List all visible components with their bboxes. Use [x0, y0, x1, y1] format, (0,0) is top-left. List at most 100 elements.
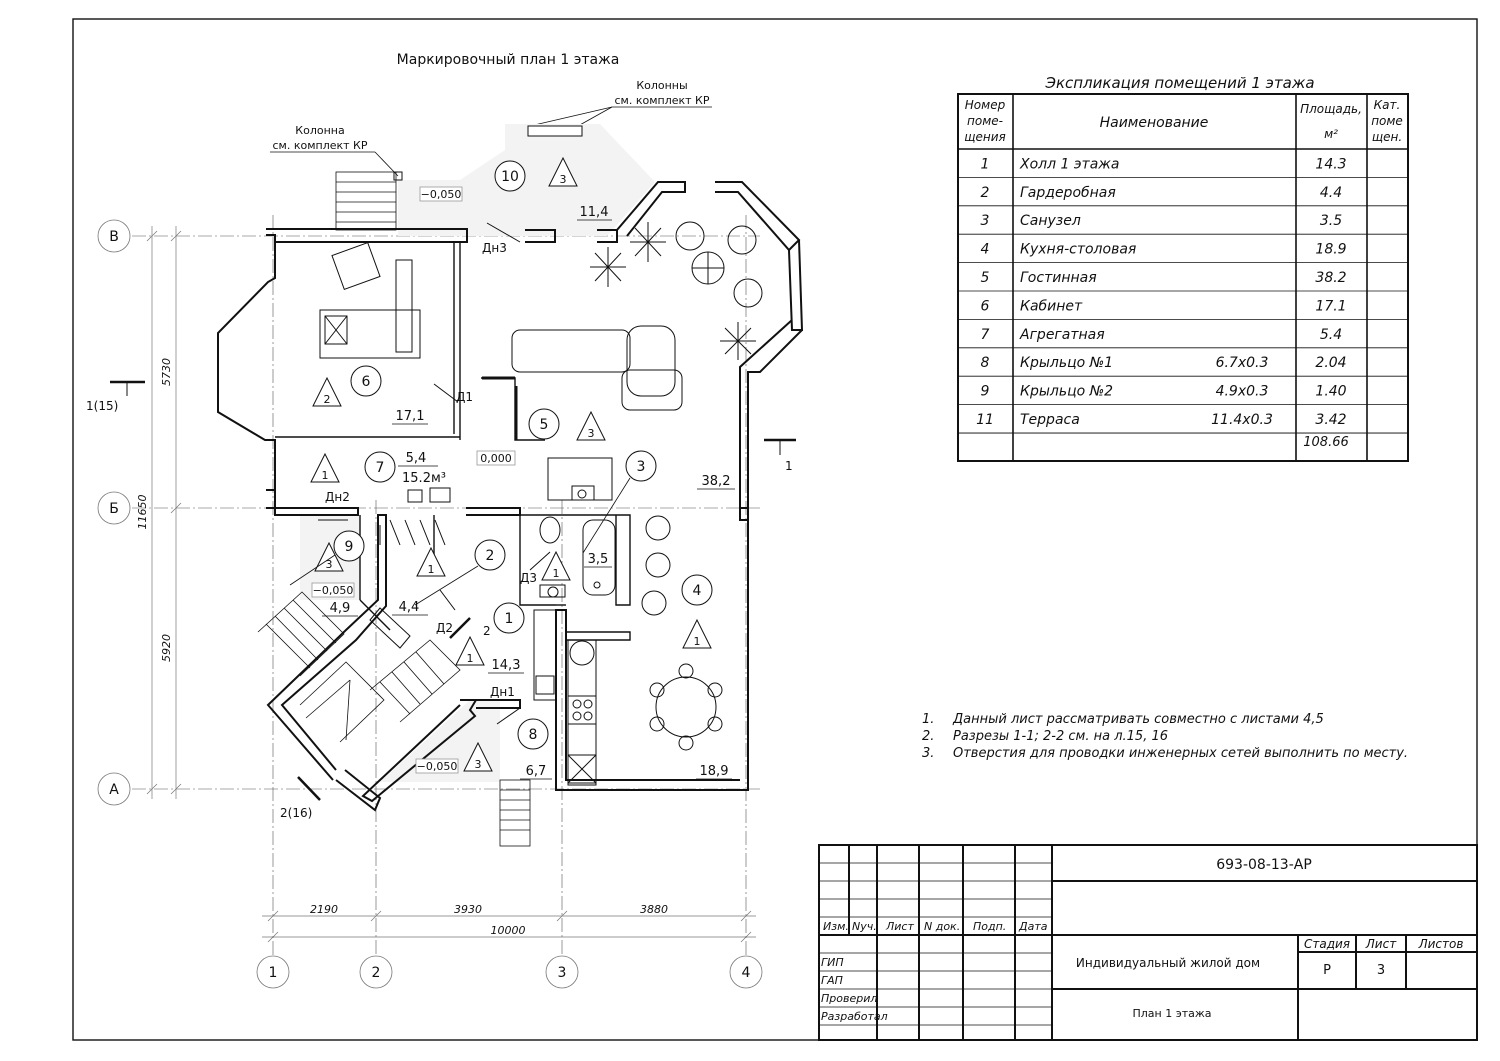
header-num: щения	[964, 130, 1006, 144]
explication-row-name: Кухня-столовая	[1020, 242, 1136, 258]
area-14-3: 14,3	[492, 658, 521, 673]
tb-sheets-label: Листов	[1418, 937, 1464, 951]
door-label-dn3: Дн3	[482, 241, 507, 255]
tb-col-header: Подп.	[973, 920, 1006, 933]
section-mark-2: 2	[483, 624, 491, 638]
floor-plan: Маркировочный план 1 этажа Колонна см. к…	[86, 52, 804, 989]
explication-row-area: 17.1	[1315, 298, 1346, 314]
category-mark: 2	[324, 393, 331, 406]
category-mark: 1	[694, 635, 701, 648]
level-mark: −0,050	[313, 584, 354, 597]
title-block: Изм. Nуч. Лист N док. Подп. Дата ГИП ГАП…	[818, 844, 1478, 1041]
area-5-4: 5,4	[406, 451, 427, 466]
axis-bubble-a	[97, 772, 131, 806]
explication-title: Экспликация помещений 1 этажа	[1044, 74, 1314, 92]
door-label-dn1: Дн1	[490, 685, 515, 699]
axis-label-2: 2	[372, 965, 381, 981]
tb-stage: Р	[1323, 963, 1331, 978]
dim-11650: 11650	[136, 495, 149, 530]
dim-3880: 3880	[640, 903, 668, 916]
axis-bubble-v	[97, 219, 131, 253]
explication-row-num: 5	[981, 270, 990, 286]
explication-row-name: Гардеробная	[1020, 185, 1116, 201]
category-mark: 3	[588, 427, 595, 440]
tb-col-header: Изм.	[823, 920, 849, 933]
dim-total: 10000	[491, 924, 526, 937]
header-cat: поме	[1371, 114, 1403, 128]
tb-project: Индивидуальный жилой дом	[1076, 956, 1260, 970]
explication-row-name: Терраса	[1020, 412, 1080, 428]
door-label-d1: Д1	[456, 390, 473, 404]
area-6-7: 6,7	[526, 764, 547, 779]
area-38-2: 38,2	[702, 474, 731, 489]
section-mark-1: 1	[785, 459, 793, 473]
room-number-3: 3	[637, 459, 646, 475]
door-label-d2: Д2	[436, 621, 453, 635]
explication-row-area: 3.42	[1315, 412, 1346, 428]
note-number: 2.	[922, 729, 934, 744]
column-note-top-2: см. комплект КР	[615, 94, 710, 107]
tb-code: 693-08-13-АР	[1216, 857, 1312, 873]
plan-title: Маркировочный план 1 этажа	[397, 52, 620, 68]
tb-sheet: 3	[1377, 963, 1385, 978]
area-11-4: 11,4	[580, 205, 609, 220]
explication-row-num: 7	[981, 327, 990, 343]
explication-row-num: 2	[981, 185, 990, 201]
explication-row-area: 18.9	[1315, 242, 1346, 258]
room-number-10: 10	[501, 169, 519, 185]
sheet-frame	[72, 18, 1478, 1041]
note-text: Разрезы 1-1; 2-2 см. на л.15, 16	[953, 729, 1168, 744]
header-area: Площадь,	[1300, 102, 1362, 116]
column-note-left-1: Колонна	[295, 124, 344, 137]
axis-label-3: 3	[558, 965, 567, 981]
tb-col-header: Nуч.	[852, 920, 877, 933]
explication-row-area: 38.2	[1315, 270, 1346, 286]
header-num: Номер	[965, 98, 1006, 112]
room-number-8: 8	[529, 727, 538, 743]
explication-total: 108.66	[1303, 435, 1349, 450]
room-number-1: 1	[505, 611, 514, 627]
category-mark: 3	[560, 173, 567, 186]
tb-role: ГИП	[821, 956, 844, 969]
category-mark: 1	[467, 652, 474, 665]
explication-row-num: 6	[981, 298, 990, 314]
explication-table: Экспликация помещений 1 этажа Номер поме…	[957, 74, 1409, 462]
note-number: 3.	[922, 746, 934, 761]
room-number-4: 4	[693, 583, 702, 599]
axis-label-1: 1	[269, 965, 278, 981]
category-mark: 1	[553, 567, 560, 580]
room-number-6: 6	[362, 374, 371, 390]
explication-row-name: Кабинет	[1020, 298, 1083, 314]
explication-row-size: 4.9x0.3	[1216, 384, 1269, 400]
room-number-2: 2	[486, 548, 495, 564]
explication-row-num: 8	[981, 355, 990, 371]
category-mark: 3	[475, 758, 482, 771]
explication-row-name: Крыльцо №2	[1020, 384, 1113, 400]
area-4-9: 4,9	[330, 601, 351, 616]
tb-role: ГАП	[821, 974, 843, 987]
header-cat: Кат.	[1374, 98, 1401, 112]
door-label-dn2: Дн2	[325, 490, 350, 504]
tb-col-header: Дата	[1018, 920, 1048, 933]
area-3-5: 3,5	[588, 552, 609, 567]
section-mark-2-16: 2(16)	[280, 806, 312, 820]
explication-row-area: 5.4	[1320, 327, 1342, 343]
explication-row-size: 11.4x0.3	[1211, 412, 1273, 428]
tb-col-header: N док.	[924, 920, 960, 933]
explication-row-area: 1.40	[1315, 384, 1346, 400]
explication-row-area: 4.4	[1320, 185, 1342, 201]
explication-row-name: Крыльцо №1	[1020, 355, 1113, 371]
category-mark: 1	[322, 469, 329, 482]
dim-5920: 5920	[160, 634, 173, 662]
area-18-9: 18,9	[700, 764, 729, 779]
header-num: поме-	[967, 114, 1003, 128]
door-label-d3: Д3	[520, 571, 537, 585]
volume-15-2: 15.2м³	[402, 471, 446, 486]
room-number-7: 7	[376, 460, 385, 476]
section-mark-1-15: 1(15)	[86, 399, 118, 413]
level-mark: 0,000	[480, 452, 512, 465]
level-mark: −0,050	[417, 760, 458, 773]
explication-row-num: 9	[981, 384, 990, 400]
explication-row-size: 6.7x0.3	[1216, 355, 1269, 371]
